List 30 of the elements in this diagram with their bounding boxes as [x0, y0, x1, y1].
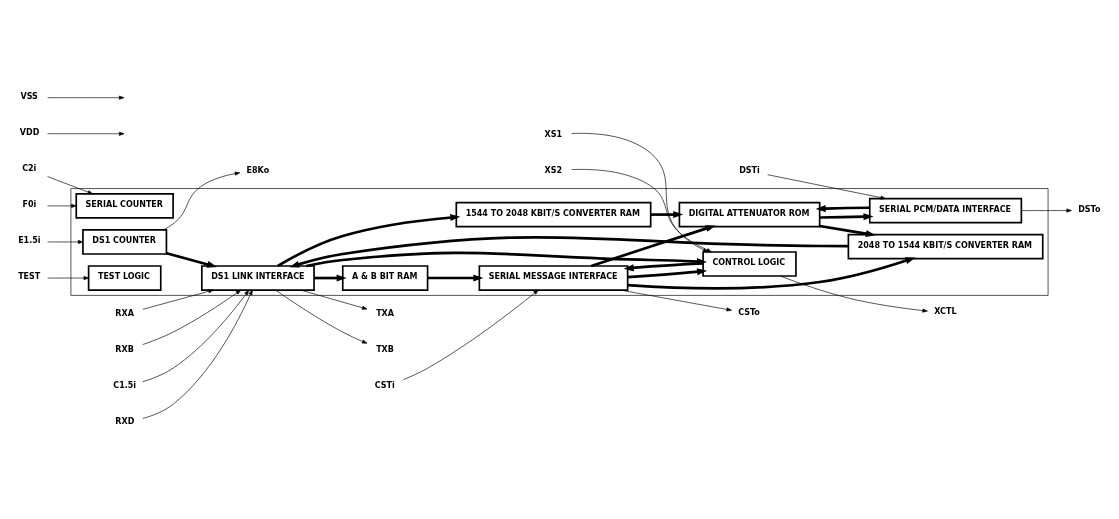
arrow	[142, 289, 250, 382]
arrow	[819, 212, 874, 220]
arrow	[571, 168, 712, 252]
arrow	[163, 171, 241, 230]
arrow	[142, 288, 214, 310]
arrow	[300, 289, 368, 310]
arrow	[571, 132, 709, 252]
arrow	[767, 173, 886, 200]
arrow	[142, 289, 242, 345]
arrow	[47, 95, 125, 100]
arrow	[275, 289, 368, 344]
arrow	[314, 274, 347, 282]
arrow	[47, 275, 89, 280]
arrow	[47, 131, 125, 136]
arrow	[819, 224, 876, 237]
arrow	[620, 289, 732, 311]
arrow	[277, 213, 461, 267]
arrow	[650, 210, 684, 218]
arrow	[427, 274, 484, 282]
arrow	[1021, 208, 1072, 213]
arrow	[47, 203, 77, 208]
arrow	[47, 239, 84, 244]
arrow	[815, 204, 870, 212]
arrow	[623, 261, 704, 271]
arrow	[47, 175, 93, 194]
arrow	[627, 267, 708, 278]
arrow	[779, 275, 928, 313]
arrow	[402, 289, 539, 380]
arrow	[142, 289, 253, 419]
arrow	[166, 251, 218, 268]
